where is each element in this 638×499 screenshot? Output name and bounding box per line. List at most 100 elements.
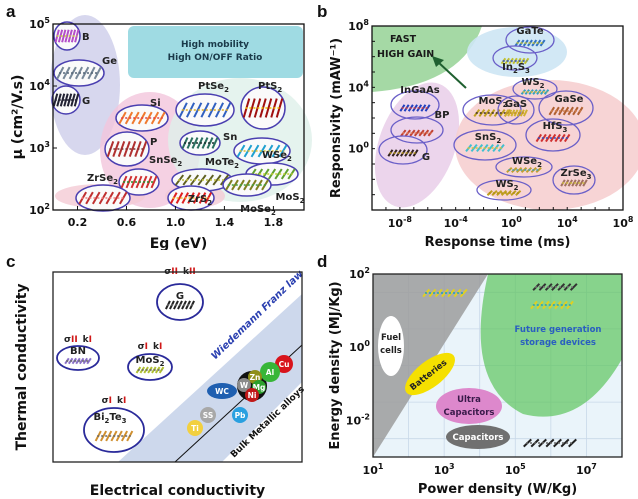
bond-line — [144, 111, 153, 125]
x-tick-label: 0.2 — [68, 216, 88, 229]
tick-base: 10 — [348, 20, 364, 33]
subscript: 2 — [513, 67, 518, 75]
bond-line — [500, 190, 508, 196]
region-marker: Capacitors — [446, 425, 510, 449]
y-axis-label: Responsivity (mAW⁻¹) — [329, 38, 344, 198]
material-label: Bi2Te3 — [93, 412, 126, 425]
bond-line — [418, 129, 425, 137]
bond-line — [207, 102, 217, 118]
material-name: Bi — [93, 412, 104, 423]
tick-base: 10 — [557, 217, 573, 230]
x-tick-label: 108 — [613, 215, 634, 230]
crystal-structure-icon — [174, 174, 230, 186]
bond-line — [130, 175, 138, 189]
material-marker: Ge — [53, 56, 117, 87]
bond-line — [562, 106, 570, 116]
metal-ellipse — [207, 383, 237, 399]
bond-line — [409, 129, 416, 137]
crystal-structure-icon — [181, 137, 219, 149]
material-label: ZrSe2 — [87, 173, 118, 186]
tick-base: 10 — [349, 268, 365, 281]
sigma-level: I — [145, 342, 148, 352]
material-ellipse — [453, 129, 517, 161]
x-tick-label: 104 — [557, 215, 578, 230]
subscript: 2 — [207, 199, 212, 207]
material-name: PtSe — [198, 81, 224, 92]
sigma-symbol: σ — [102, 396, 109, 406]
bond-line — [574, 179, 581, 187]
material-label: BN — [70, 346, 86, 357]
subscript: 2 — [514, 184, 519, 192]
y-axis-label: μ (cm²/V.s) — [10, 75, 26, 160]
x-axis-label: Power density (W/Kg) — [418, 482, 577, 497]
metal-label: SS — [203, 411, 213, 420]
subscript: 2 — [105, 417, 110, 425]
material-marker: ZrSe3 — [552, 165, 596, 195]
y-axis-label: Thermal conductivity — [14, 283, 30, 450]
crystal-structure-icon — [54, 29, 80, 43]
metal-marker: Ni — [245, 388, 259, 402]
crystal-structure-icon — [94, 430, 134, 442]
x-tick-label: 10-4 — [444, 215, 469, 230]
material-name-2: S — [518, 62, 525, 73]
material-ellipse — [56, 345, 100, 371]
bond-line — [424, 104, 431, 112]
material-label: P — [150, 137, 157, 148]
bond-line — [264, 98, 273, 118]
material-label: MoS2 — [276, 192, 305, 205]
bond-line — [93, 66, 102, 80]
metal-label: Zn — [250, 373, 261, 382]
bond-line — [567, 106, 574, 116]
bond-line — [278, 144, 288, 158]
tick-base: 10 — [29, 204, 45, 217]
material-marker: WS2 — [476, 179, 532, 201]
bond-line — [476, 143, 484, 153]
material-marker: Sn — [179, 130, 237, 156]
bond-line — [243, 179, 251, 191]
x-tick-label: 100 — [501, 215, 522, 230]
material-label: WSe2 — [262, 150, 292, 163]
crystal-structure-icon — [178, 102, 232, 118]
material-label: WS2 — [495, 179, 518, 192]
bond-line — [486, 143, 494, 153]
bond-line — [187, 192, 195, 204]
material-marker: P — [104, 131, 157, 167]
bond-line — [66, 93, 73, 107]
bond-line — [459, 288, 468, 298]
bond-line — [64, 29, 70, 43]
tick-base: 10 — [388, 217, 404, 230]
material-marker: ZrSe2 — [75, 173, 131, 212]
material-label: Sn — [223, 132, 237, 143]
metal-label: Ni — [248, 391, 257, 400]
bond-line — [200, 102, 210, 118]
material-ellipse — [390, 116, 444, 144]
x-tick-label: 103 — [434, 462, 455, 477]
material-name: ZrSe — [87, 173, 113, 184]
material-marker: MoS2 — [462, 94, 522, 126]
material-ellipse — [552, 165, 596, 195]
tick-base: 10 — [29, 18, 45, 31]
bond-line — [275, 98, 284, 118]
tick-exp: 5 — [44, 16, 50, 25]
crystal-structure-icon — [120, 175, 158, 189]
crystal-structure-icon — [506, 167, 542, 173]
crystal-structure-icon — [56, 66, 102, 80]
material-ellipse — [505, 26, 555, 54]
tick-exp: 2 — [364, 266, 370, 275]
material-marker: GaS — [497, 95, 535, 125]
metal-marker: Ti — [187, 420, 203, 436]
crystal-structure-icon — [118, 111, 166, 125]
material-label: B — [82, 32, 90, 43]
crystal-structure-icon — [135, 366, 165, 374]
annotation-high-mobility: High mobility — [181, 40, 249, 50]
tick-base: 10 — [576, 464, 592, 477]
tick-base: 10 — [444, 217, 460, 230]
bond-line — [211, 137, 219, 149]
k-symbol: k — [83, 335, 90, 345]
material-marker: WS2 — [512, 77, 558, 100]
material-name: P — [150, 137, 157, 148]
